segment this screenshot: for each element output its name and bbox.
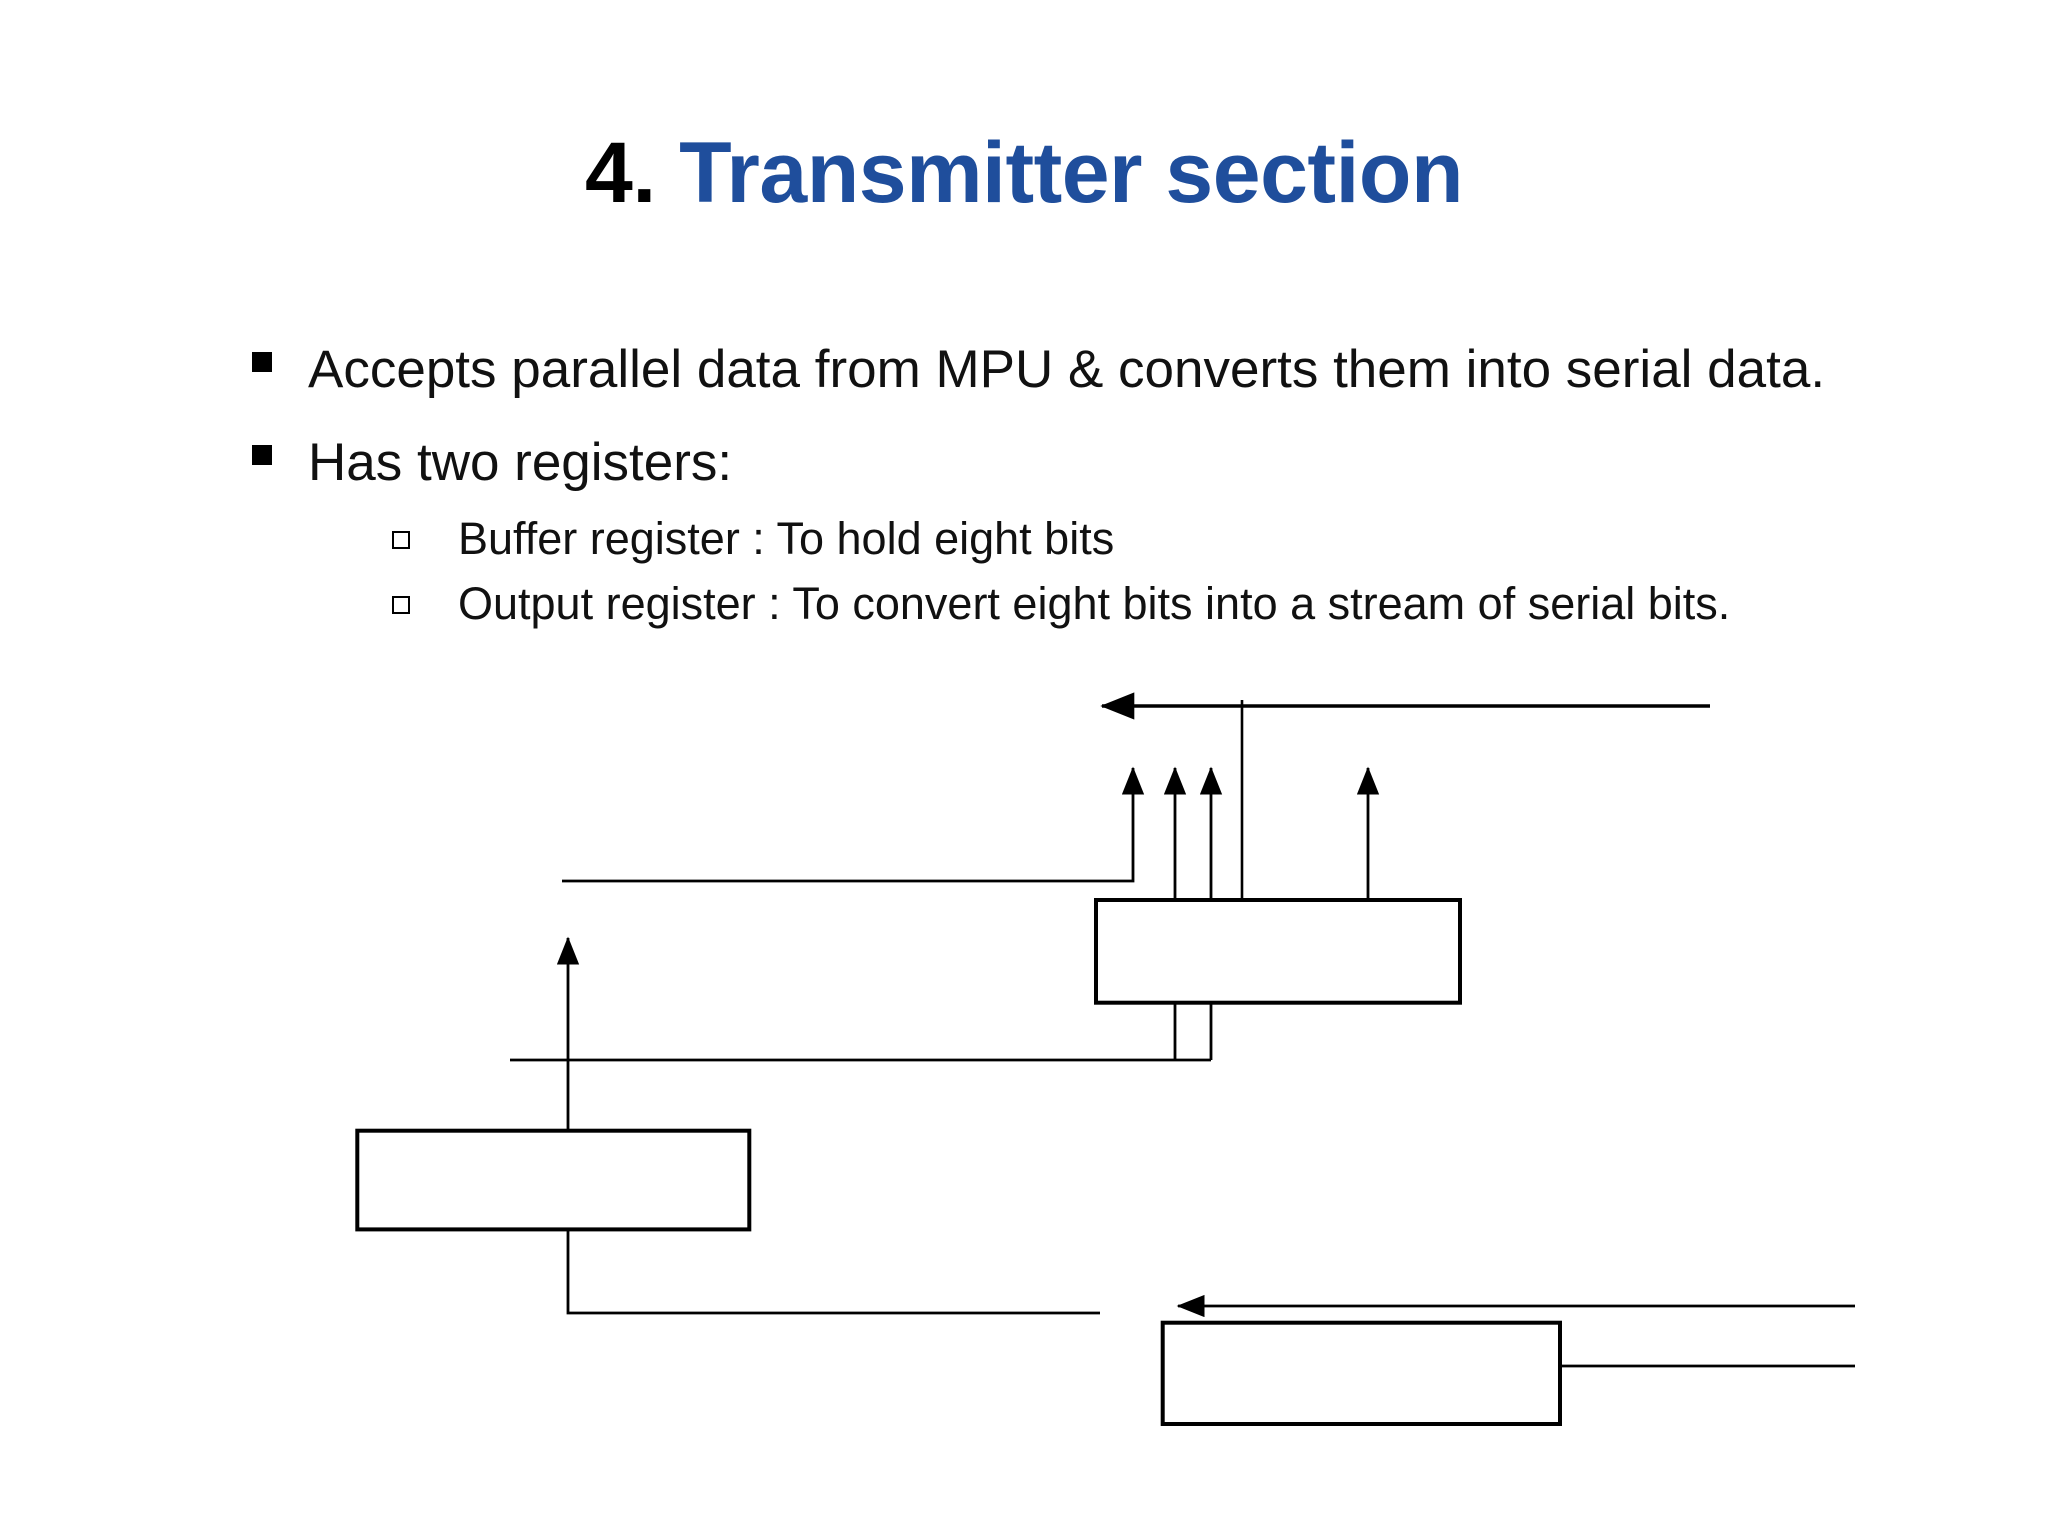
diagram-box-left [355, 1128, 752, 1232]
connector-bottom-box-to-left-box [556, 936, 1100, 1315]
list-item: Has two registers: Buffer register : To … [236, 433, 1896, 629]
list-item-label: Accepts parallel data from MPU & convert… [308, 340, 1826, 399]
bullet-list: Accepts parallel data from MPU & convert… [236, 340, 1896, 663]
hollow-square-bullet-icon [392, 590, 410, 620]
title-text: Transmitter section [679, 125, 1463, 221]
list-item: Output register : To convert eight bits … [308, 578, 1896, 629]
list-item: Buffer register : To hold eight bits [308, 513, 1896, 564]
page-title: 4. Transmitter section [0, 128, 2048, 218]
list-item-label: Has two registers: [308, 433, 733, 493]
diagram-box-bottom [1160, 1320, 1562, 1426]
diagram-box-top [1094, 898, 1462, 1005]
sub-bullet-list: Buffer register : To hold eight bits Out… [308, 513, 1896, 630]
connector-left-box-to-top-box-upper [562, 766, 1145, 883]
sub-list-item-label: Output register : To convert eight bits … [458, 578, 1731, 630]
title-number: 4. [585, 125, 656, 221]
filled-square-bullet-icon [252, 348, 272, 378]
list-item: Accepts parallel data from MPU & convert… [236, 340, 1896, 399]
hollow-square-bullet-icon [392, 525, 410, 555]
sub-list-item-label: Buffer register : To hold eight bits [458, 512, 1115, 564]
filled-square-bullet-icon [252, 441, 272, 471]
